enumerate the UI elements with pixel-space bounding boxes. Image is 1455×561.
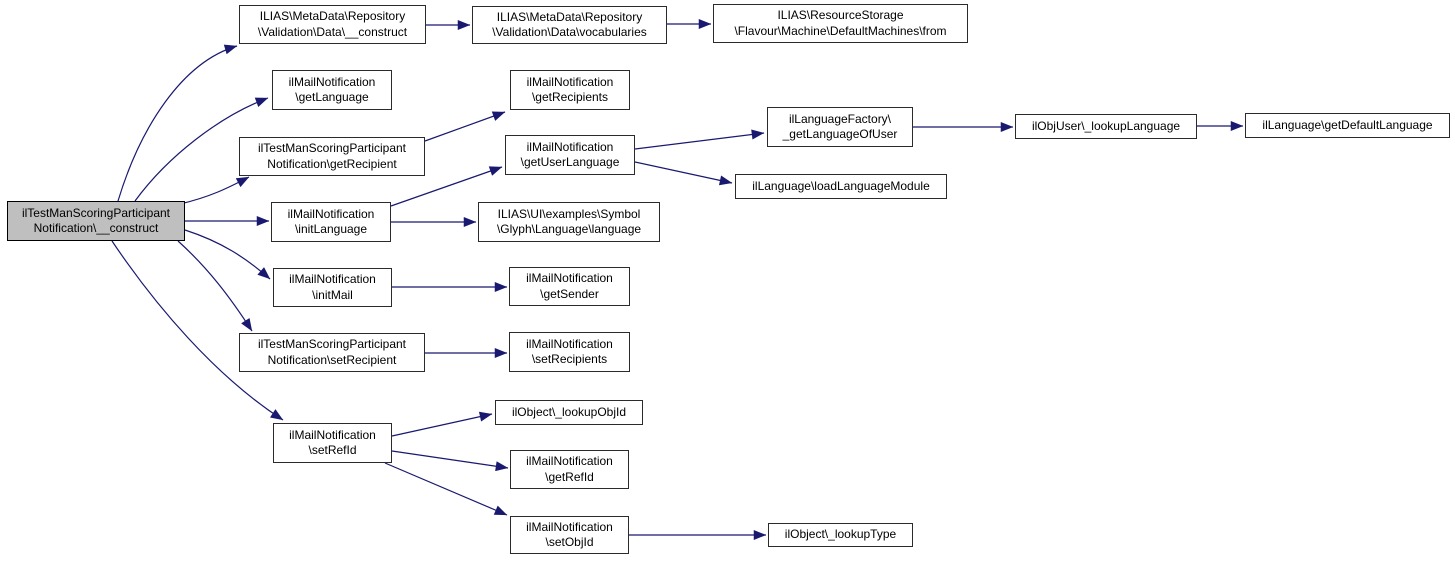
edge-testmanscoring-construct-to-setrefid xyxy=(111,240,284,421)
node-getdefaultlanguage[interactable]: ilLanguage\getDefaultLanguage xyxy=(1245,113,1450,138)
edge-setrefid-to-getrefid xyxy=(391,450,509,472)
node-initlanguage[interactable]: ilMailNotification\initLanguage xyxy=(271,202,391,242)
node-label: ILIAS\ResourceStorage xyxy=(777,8,904,23)
node-getrecipients[interactable]: ilMailNotification\getRecipients xyxy=(510,70,630,110)
node-getuserlanguage[interactable]: ilMailNotification\getUserLanguage xyxy=(505,135,635,175)
node-label: ilMailNotification xyxy=(526,336,613,351)
edge-getuserlanguage-to-getlanguageofuser xyxy=(634,129,765,150)
node-label: ilMailNotification xyxy=(526,139,614,154)
edge-setrefid-to-setobjid xyxy=(384,462,508,516)
node-label: \getSender xyxy=(540,286,599,301)
node-setrefid[interactable]: ilMailNotification\setRefId xyxy=(273,423,392,463)
node-label: \setRefId xyxy=(308,443,357,457)
node-lookuplanguage[interactable]: ilObjUser\_lookupLanguage xyxy=(1015,114,1197,139)
node-setobjid[interactable]: ilMailNotification\setObjId xyxy=(510,516,629,554)
node-ui-symbol-language[interactable]: ILIAS\UI\examples\Symbol\Glyph\Language\… xyxy=(478,202,660,242)
node-getrefid[interactable]: ilMailNotification\getRefId xyxy=(510,450,629,489)
node-label: ILIAS\MetaData\Repository xyxy=(259,9,406,24)
node-label: ilMailNotification xyxy=(526,454,613,469)
node-label: \Validation\Data\__construct xyxy=(257,24,408,39)
node-label: Notification\getRecipient xyxy=(267,156,397,171)
edge-getrecipient-to-getrecipients xyxy=(424,111,506,142)
node-label: ilObjUser\_lookupLanguage xyxy=(1031,118,1181,133)
node-lookuptype[interactable]: ilObject\_lookupType xyxy=(768,523,913,547)
edge-testmanscoring-construct-to-metadata-construct xyxy=(117,44,238,202)
edge-setrefid-to-lookupobjid xyxy=(391,411,493,437)
node-label: \Validation\Data\vocabularies xyxy=(492,25,647,39)
node-label: ILIAS\MetaData\Repository xyxy=(496,9,643,24)
node-label: ilMailNotification xyxy=(289,272,376,287)
node-label: ILIAS\UI\examples\Symbol xyxy=(497,206,641,221)
node-label: \getUserLanguage xyxy=(520,155,620,169)
node-label: ilObject\_lookupType xyxy=(784,527,897,542)
node-label: ilMailNotification xyxy=(526,271,613,286)
node-label: ilTestManScoringParticipant xyxy=(21,205,171,220)
node-label: \Glyph\Language\language xyxy=(496,222,642,236)
node-label: Notification\setRecipient xyxy=(267,352,397,367)
node-defaultmachines-from[interactable]: ILIAS\ResourceStorage\Flavour\Machine\De… xyxy=(713,4,968,43)
node-label: ilLanguageFactory\ xyxy=(788,111,892,126)
node-label: Notification\__construct xyxy=(33,221,159,235)
edge-initlanguage-to-getuserlanguage xyxy=(390,166,503,207)
node-lookupobjid[interactable]: ilObject\_lookupObjId xyxy=(495,400,643,425)
node-label: \getRefId xyxy=(545,469,594,484)
edge-testmanscoring-construct-to-initmail xyxy=(184,229,271,280)
node-label: \initLanguage xyxy=(294,222,368,236)
node-initmail[interactable]: ilMailNotification\initMail xyxy=(273,268,392,307)
node-label: \Flavour\Machine\DefaultMachines\from xyxy=(734,23,947,38)
node-label: ilLanguage\getDefaultLanguage xyxy=(1262,117,1433,132)
node-label: ilMailNotification xyxy=(288,74,376,89)
edge-testmanscoring-construct-to-getlanguage xyxy=(134,97,269,202)
node-label: \setRecipients xyxy=(531,352,608,366)
node-label: ilTestManScoringParticipant xyxy=(257,337,407,352)
edge-getuserlanguage-to-loadlanguagemodule xyxy=(634,161,733,186)
node-label: \setObjId xyxy=(545,535,594,549)
node-label: \getRecipients xyxy=(531,90,609,104)
node-metadata-construct[interactable]: ILIAS\MetaData\Repository\Validation\Dat… xyxy=(239,5,426,44)
node-label: _getLanguageOfUser xyxy=(782,127,898,141)
edge-testmanscoring-construct-to-getrecipient xyxy=(179,176,250,205)
edge-testmanscoring-construct-to-setrecipient xyxy=(177,240,253,332)
node-getlanguageofuser[interactable]: ilLanguageFactory\_getLanguageOfUser xyxy=(767,107,913,147)
node-label: \initMail xyxy=(312,287,353,302)
node-label: ilMailNotification xyxy=(287,206,375,221)
node-label: \getLanguage xyxy=(295,90,369,104)
node-label: ilMailNotification xyxy=(289,427,376,442)
node-label: ilTestManScoringParticipant xyxy=(257,141,407,156)
node-setrecipients[interactable]: ilMailNotification\setRecipients xyxy=(509,332,630,372)
node-getlanguage[interactable]: ilMailNotification\getLanguage xyxy=(272,70,392,110)
node-loadlanguagemodule[interactable]: ilLanguage\loadLanguageModule xyxy=(735,174,947,199)
node-metadata-vocabularies[interactable]: ILIAS\MetaData\Repository\Validation\Dat… xyxy=(472,6,667,44)
node-getsender[interactable]: ilMailNotification\getSender xyxy=(509,267,630,306)
node-label: ilMailNotification xyxy=(526,519,613,534)
node-label: ilMailNotification xyxy=(526,74,614,89)
node-label: ilObject\_lookupObjId xyxy=(511,404,627,419)
node-label: ilLanguage\loadLanguageModule xyxy=(752,178,930,193)
